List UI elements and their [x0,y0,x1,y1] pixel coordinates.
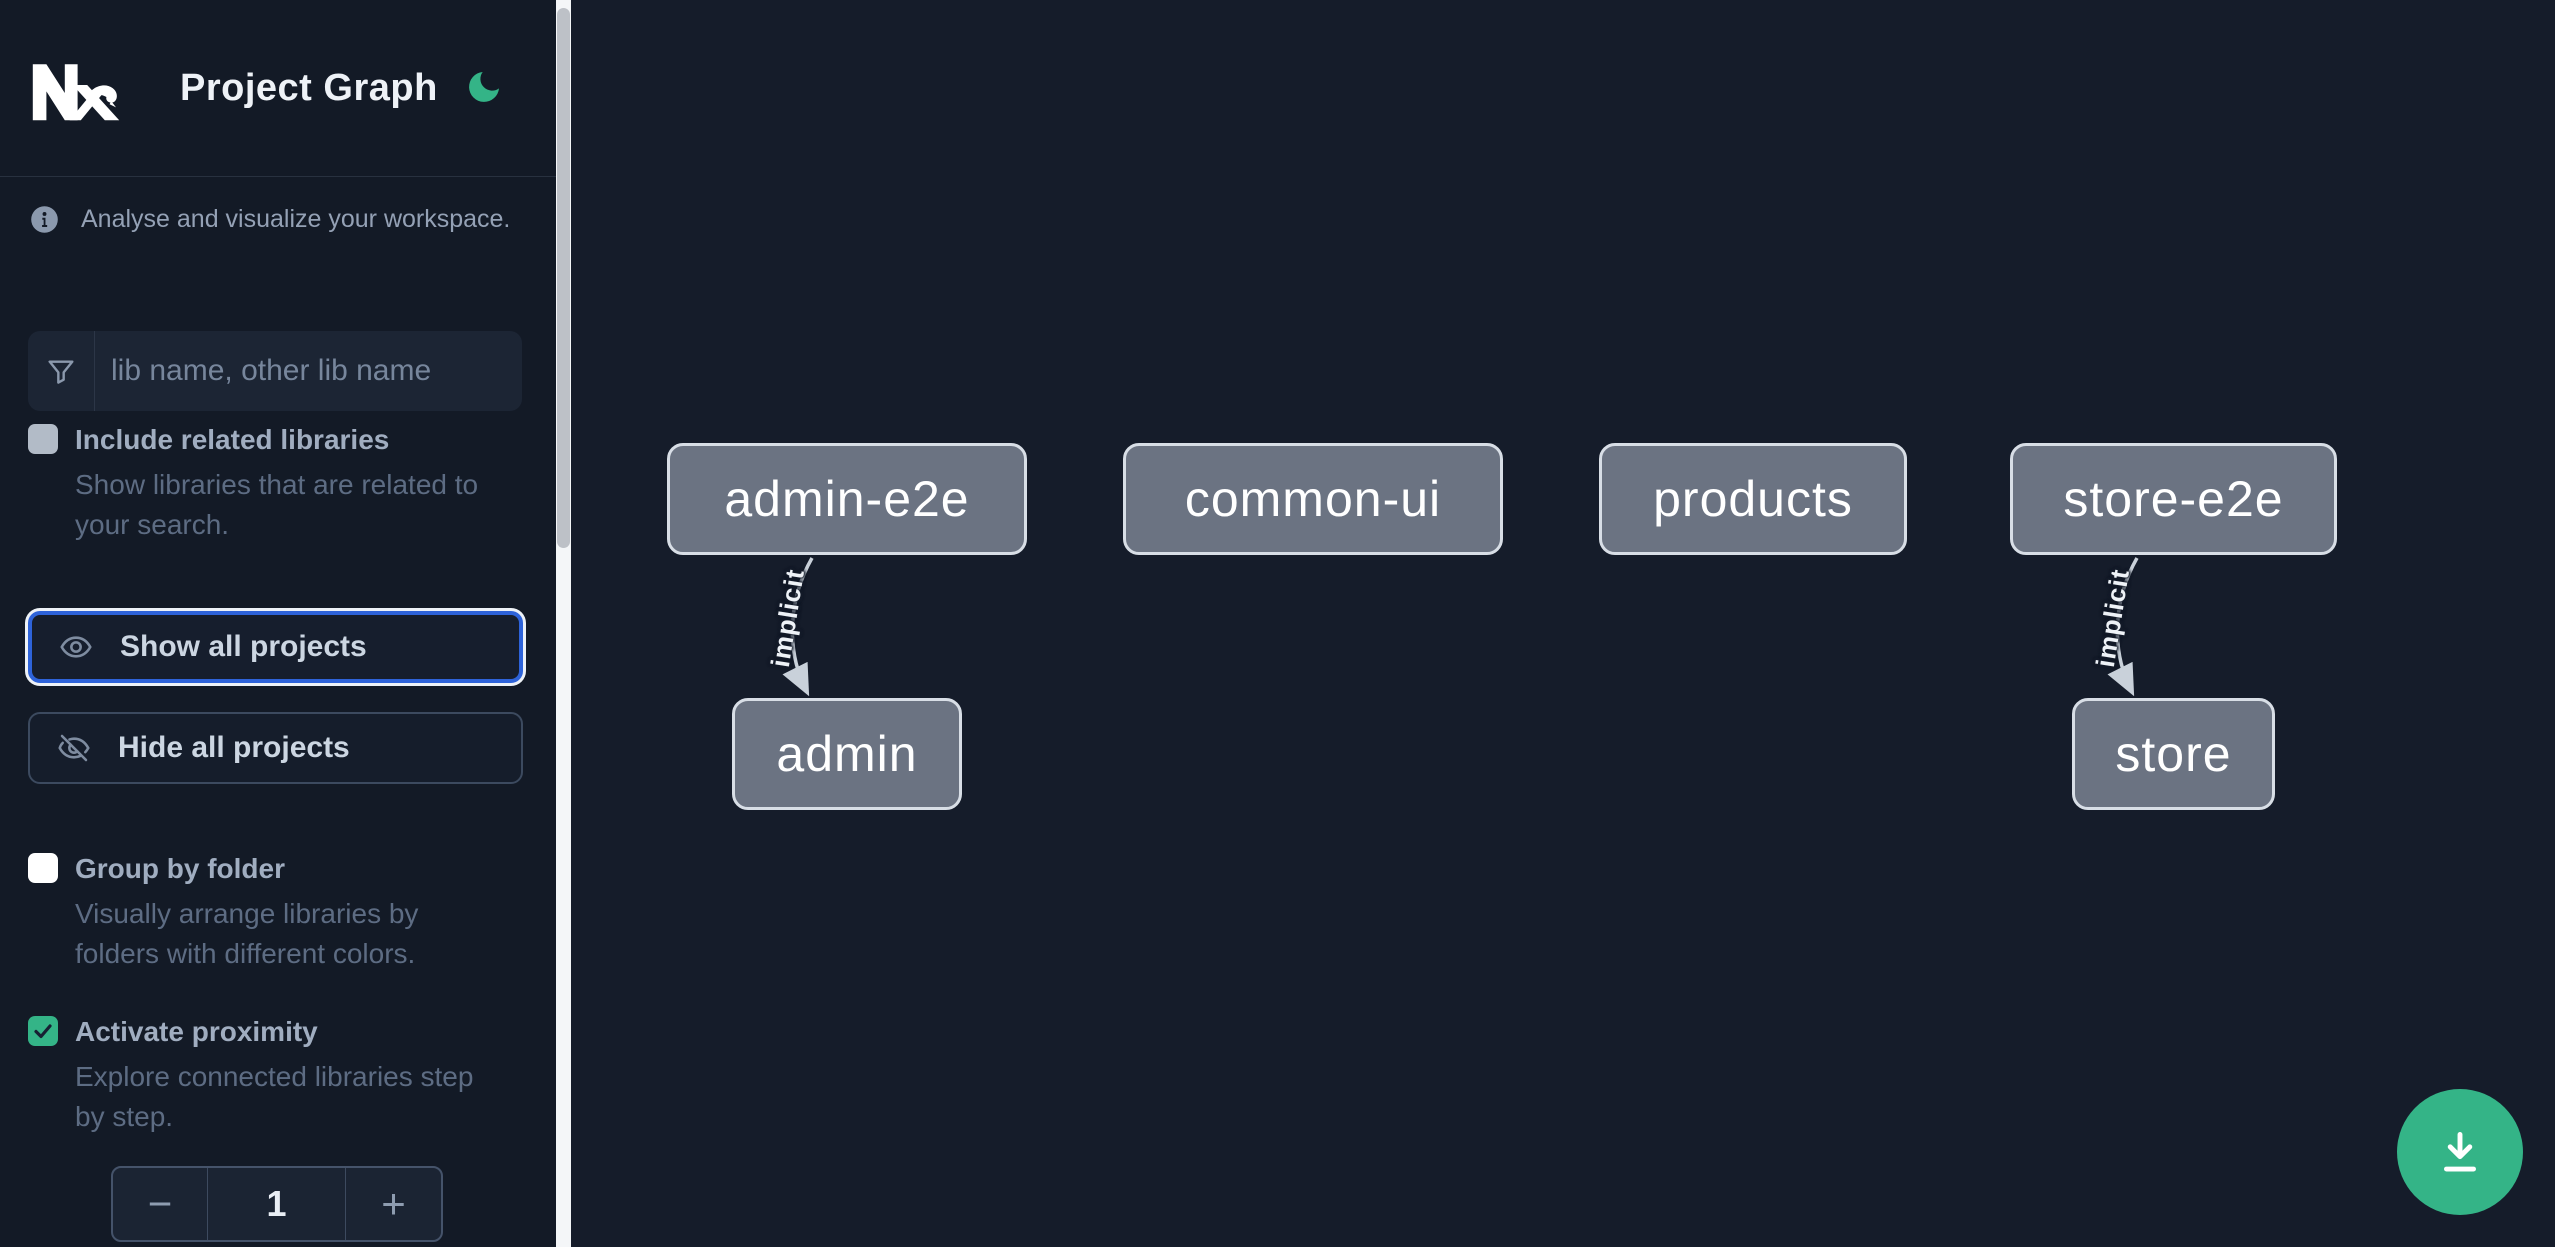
include-related-label: Include related libraries [75,424,390,455]
decrease-depth-button[interactable]: − [113,1168,208,1240]
include-related-checkbox[interactable] [28,424,58,454]
group-by-folder-label: Group by folder [75,853,285,884]
hide-all-projects-button[interactable]: Hide all projects [28,712,523,784]
graph-node[interactable]: admin-e2e [667,443,1027,555]
checkmark-icon [34,1024,52,1039]
show-all-projects-button[interactable]: Show all projects [28,611,523,683]
activate-proximity-checkbox[interactable] [28,1016,58,1046]
graph-node[interactable]: store-e2e [2010,443,2337,555]
proximity-depth-stepper: − + [111,1166,443,1242]
increase-depth-button[interactable]: + [345,1168,441,1240]
download-icon [2444,1132,2476,1172]
option-activate-proximity: Activate proximity Explore connected lib… [28,1015,498,1137]
theme-toggle-button[interactable] [462,66,506,110]
group-by-folder-description: Visually arrange libraries by folders wi… [75,898,419,969]
eye-off-icon [58,734,90,762]
option-include-related: Include related libraries Show libraries… [28,423,498,545]
workspace-tagline: Analyse and visualize your workspace. [30,205,510,234]
filter-input[interactable] [95,331,522,411]
group-by-folder-checkbox[interactable] [28,853,58,883]
graph-node[interactable]: store [2072,698,2275,810]
include-related-description: Show libraries that are related to your … [75,469,479,540]
sidebar-header: Project Graph [0,0,556,177]
hide-all-projects-label: Hide all projects [118,731,350,764]
info-icon [31,206,58,233]
funnel-icon [48,360,74,384]
tagline-text: Analyse and visualize your workspace. [81,205,511,233]
graph-node[interactable]: products [1599,443,1907,555]
filter-input-group [28,331,522,411]
sidebar: Project Graph Analyse and visualize your… [0,0,556,1247]
activate-proximity-label: Activate proximity [75,1016,318,1047]
nx-logo-icon [32,64,120,121]
filter-icon-cell [28,331,95,411]
graph-node[interactable]: common-ui [1123,443,1503,555]
download-image-button[interactable] [2397,1089,2523,1215]
depth-value-input[interactable] [208,1168,345,1240]
moon-icon [469,71,499,102]
graph-canvas[interactable] [571,0,2555,1247]
sidebar-scrollbar-thumb[interactable] [557,8,570,548]
sidebar-scrollbar-track [556,0,571,1247]
eye-icon [60,636,92,658]
page-title: Project Graph [180,66,438,109]
graph-node[interactable]: admin [732,698,962,810]
activate-proximity-description: Explore connected libraries step by step… [75,1061,474,1132]
option-group-by-folder: Group by folder Visually arrange librari… [28,852,498,974]
show-all-projects-label: Show all projects [120,630,367,663]
